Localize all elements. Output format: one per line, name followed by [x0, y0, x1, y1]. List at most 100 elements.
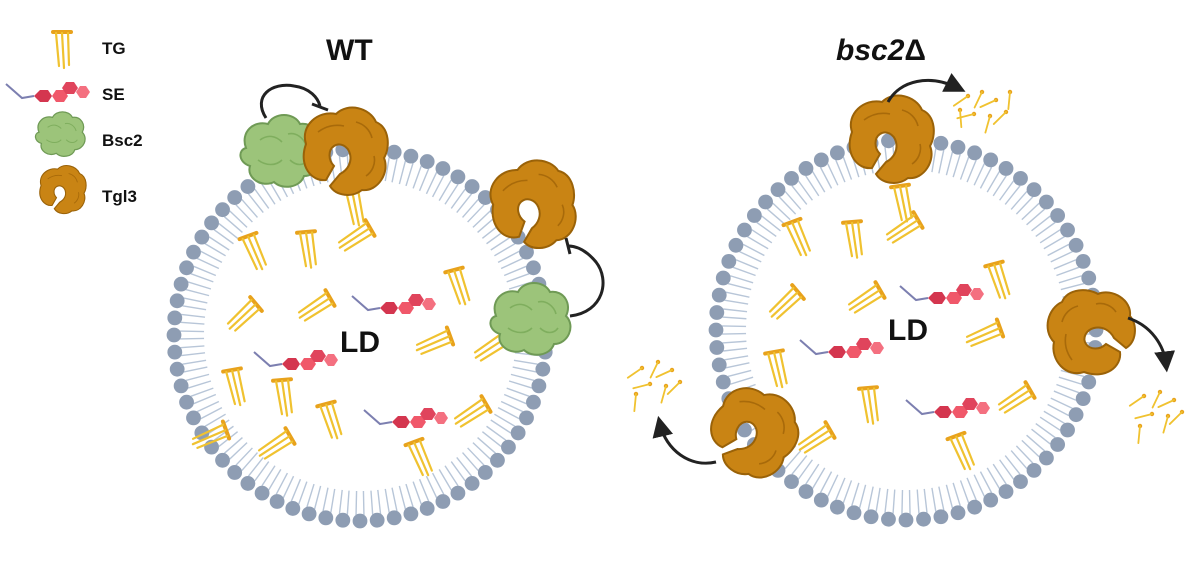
tg-molecule-icon	[271, 377, 297, 419]
lipid-tail	[756, 221, 777, 237]
lipid-tail	[1039, 229, 1061, 244]
lipid-tail	[945, 151, 954, 176]
lipid-tail	[494, 243, 516, 257]
lipid-head-group	[1068, 237, 1084, 253]
lipid-head-group	[519, 244, 534, 260]
lipid-head-group	[770, 182, 786, 197]
released-fatty-acids	[950, 88, 1020, 134]
tg-molecule-icon	[961, 317, 1006, 351]
tg-molecule-icon	[51, 30, 73, 70]
lipid-tail	[959, 480, 970, 504]
lipid-tail	[500, 400, 524, 413]
lipid-tail	[261, 465, 276, 487]
lipid-head-group	[526, 260, 541, 276]
lipid-tail	[851, 482, 860, 507]
lipid-tail	[797, 459, 813, 480]
lipid-head-group	[254, 485, 270, 501]
lipid-tail	[467, 204, 485, 223]
lipid-tail	[183, 297, 208, 304]
lipid-tail	[1010, 450, 1028, 470]
lipid-tail	[384, 157, 390, 182]
lipid-tail	[241, 198, 258, 218]
tg-molecule-icon	[295, 229, 321, 271]
lipid-tail	[183, 366, 208, 373]
lipid-tail	[418, 478, 430, 502]
lipid-head-group	[215, 452, 230, 468]
lipid-tail	[811, 171, 826, 193]
tgl3-protein-icon	[694, 372, 814, 493]
lipid-tail	[979, 166, 993, 189]
lipid-head-group	[737, 422, 752, 438]
lipid-tail	[346, 490, 350, 515]
legend-label-bsc2: Bsc2	[102, 131, 143, 150]
lipid-head-group	[1060, 222, 1075, 238]
lipid-tail	[247, 456, 264, 477]
lipid-head-group	[1060, 422, 1075, 438]
lipid-head-group	[519, 410, 534, 426]
lipid-tail	[229, 210, 248, 228]
lipid-tail	[330, 488, 336, 513]
lipid-tail	[739, 250, 762, 263]
lipid-head-group	[1039, 450, 1054, 466]
lipid-tail	[412, 481, 422, 505]
lipid-tail	[952, 153, 961, 178]
lipid-tail	[431, 175, 445, 198]
lipid-head-group	[1081, 270, 1097, 286]
lipid-head-group	[813, 152, 829, 168]
tg-molecule-icon	[448, 394, 493, 432]
lipid-head-group	[510, 425, 526, 441]
lipid-tail	[725, 362, 750, 369]
tg-molecule-icon	[315, 399, 347, 444]
lipid-tail	[282, 475, 295, 499]
lipid-tail	[298, 481, 308, 505]
lipid-tail	[931, 148, 937, 173]
lipid-tail	[254, 188, 270, 209]
lipid-tail	[1058, 376, 1083, 385]
lipid-head-group	[435, 494, 451, 509]
tg-molecule-icon	[220, 295, 264, 337]
lipid-tail	[966, 477, 977, 501]
lipid-head-group	[998, 161, 1014, 176]
lipid-head-group	[737, 222, 752, 238]
lipid-tail	[826, 474, 839, 497]
lipid-tail	[338, 489, 343, 514]
lipid-head-group	[240, 476, 256, 491]
lipid-tail	[229, 442, 248, 460]
release-arrow	[652, 415, 717, 465]
lipid-tail	[193, 393, 217, 405]
lipid-tail	[370, 490, 374, 515]
lipid-tail	[235, 204, 253, 223]
lipid-tail	[398, 160, 407, 185]
se-molecule-icon	[799, 337, 885, 359]
lipid-tail	[1056, 383, 1080, 394]
lipid-head-group	[1050, 437, 1066, 452]
lipid-tail	[182, 359, 207, 365]
lipid-tail	[412, 165, 422, 189]
lipid-tail	[723, 347, 748, 352]
lipid-tail	[377, 489, 382, 514]
lipid-tail	[204, 413, 226, 427]
lipid-head-group	[318, 510, 334, 526]
legend-label-se: SE	[102, 85, 125, 104]
lipid-tail	[190, 387, 214, 397]
lipid-head-group	[881, 133, 896, 149]
lipid-tail	[742, 243, 765, 257]
lipid-tail	[200, 250, 223, 264]
lipid-head-group	[464, 179, 480, 194]
se-molecule-icon	[363, 407, 449, 429]
lipid-head-group	[166, 327, 182, 343]
lipid-tail	[908, 489, 911, 514]
lipid-tail	[1021, 439, 1040, 458]
lipid-head-group	[933, 135, 949, 151]
lipid-tail	[938, 486, 945, 511]
tg-molecule-icon	[992, 380, 1037, 418]
lipid-tail	[1053, 259, 1077, 270]
lipid-head-group	[179, 394, 194, 410]
lipid-tail	[778, 196, 797, 215]
lipid-head-group	[1075, 391, 1091, 407]
lipid-tail	[842, 156, 853, 180]
lipid-head-group	[983, 152, 999, 168]
tg-molecule-icon	[880, 210, 925, 248]
panel-title-mutant-suffix: Δ	[904, 34, 926, 67]
panel-title-mutant-main: bsc2	[836, 34, 905, 67]
